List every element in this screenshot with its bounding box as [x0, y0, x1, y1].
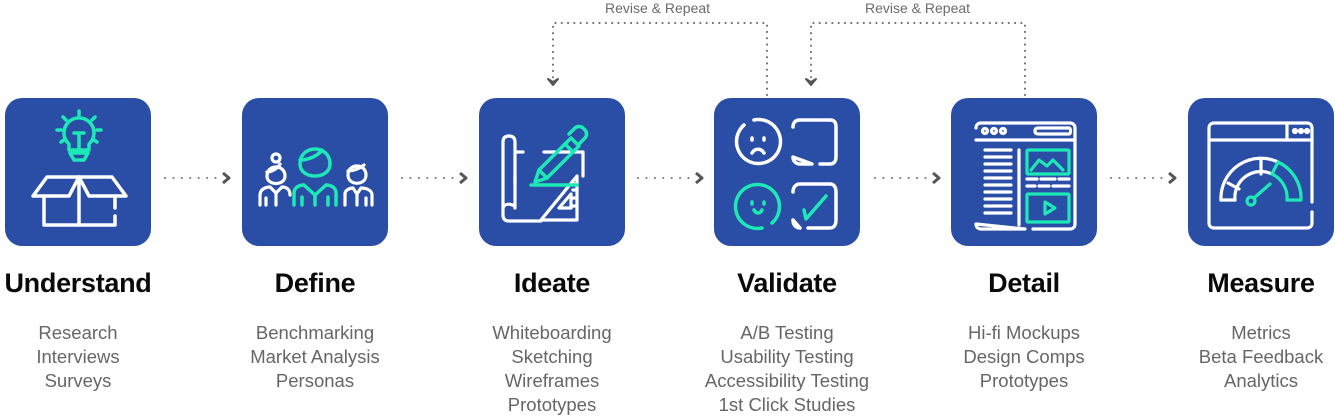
stage-item: Accessibility Testing [704, 370, 870, 391]
stage-title: Define [274, 268, 356, 298]
stage-understand-icon-tile [5, 98, 151, 246]
stage-item: Beta Feedback [1198, 346, 1324, 367]
connector-arrow [874, 171, 941, 185]
loop-label: Revise & Repeat [865, 0, 971, 16]
stage-title: Detail [988, 268, 1060, 298]
stage-item: Personas [275, 370, 355, 391]
stage-item: Usability Testing [720, 346, 854, 367]
arrow-down-icon [547, 78, 559, 86]
chevron-right-icon [222, 171, 231, 185]
loop-label: Revise & Repeat [605, 0, 711, 16]
stage-item: Wireframes [504, 370, 600, 391]
connector-arrow [164, 171, 231, 185]
stage-item: Research [38, 322, 118, 343]
stage-items: Hi-fi Mockups Design Comps Prototypes [904, 321, 1144, 393]
chevron-right-icon [695, 171, 704, 185]
lightbulb-box-icon [31, 109, 128, 227]
dashboard-gauge-icon [1207, 121, 1314, 230]
connector-arrow [1110, 171, 1177, 185]
stage-item: Interviews [36, 346, 120, 367]
stage-title: Validate [737, 268, 837, 298]
stage-item: Prototypes [979, 370, 1069, 391]
stage-item: Market Analysis [250, 346, 380, 367]
stage-ideate-icon-tile [479, 98, 625, 246]
loop-validate-to-ideate [547, 22, 768, 96]
loop-dotted-line [552, 22, 768, 96]
stage-item: Benchmarking [255, 322, 375, 343]
feedback-check-icon [733, 117, 838, 231]
stage-define-icon-tile [242, 98, 388, 246]
stage-item: Prototypes [507, 394, 597, 415]
loop-detail-to-validate [805, 22, 1026, 96]
stage-validate-icon-tile [714, 98, 860, 246]
stage-item: Sketching [511, 346, 593, 367]
stage-items: Research Interviews Surveys [0, 321, 198, 393]
stage-title: Measure [1207, 268, 1315, 298]
stage-items: A/B Testing Usability Testing Accessibil… [667, 321, 907, 417]
stage-title: Understand [4, 268, 152, 298]
stage-items: Metrics Beta Feedback Analytics [1141, 321, 1335, 393]
stage-items: Whiteboarding Sketching Wireframes Proto… [432, 321, 672, 417]
stage-item: Whiteboarding [492, 322, 612, 343]
connector-arrow [637, 171, 704, 185]
revise-loops [547, 22, 1026, 96]
stage-item: Analytics [1223, 370, 1299, 391]
stage-item: Surveys [44, 370, 112, 391]
stage-items: Benchmarking Market Analysis Personas [195, 321, 435, 393]
loop-dotted-line [810, 22, 1026, 96]
stage-item: A/B Testing [740, 322, 834, 343]
people-group-icon [258, 147, 374, 207]
stage-measure-icon-tile [1188, 98, 1334, 246]
chevron-right-icon [1168, 171, 1177, 185]
stage-detail-icon-tile [951, 98, 1097, 246]
webpage-mockup-icon [974, 121, 1077, 231]
arrow-down-icon [805, 78, 817, 86]
blueprint-pencil-icon [501, 124, 589, 223]
connector-arrow [401, 171, 468, 185]
chevron-right-icon [932, 171, 941, 185]
stage-item: Design Comps [963, 346, 1085, 367]
chevron-right-icon [459, 171, 468, 185]
stage-title: Ideate [513, 268, 591, 298]
stage-item: Metrics [1231, 322, 1291, 343]
stage-item: 1st Click Studies [718, 394, 856, 415]
stage-item: Hi-fi Mockups [967, 322, 1081, 343]
